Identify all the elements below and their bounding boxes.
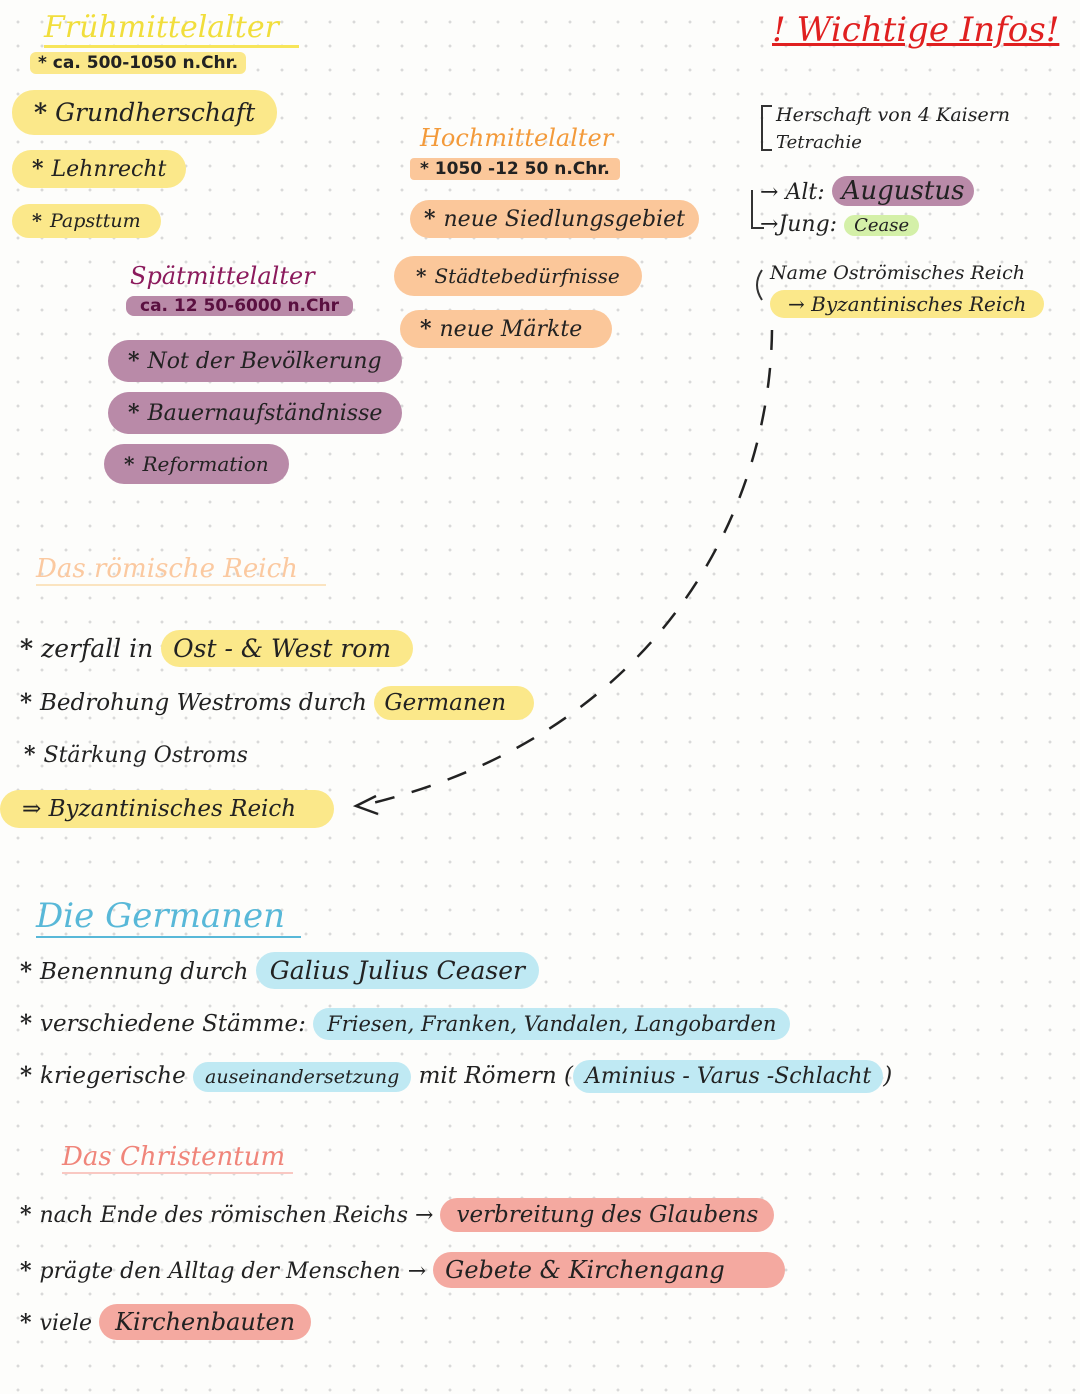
christ-title: Das Christentum	[62, 1142, 294, 1174]
fruh-title: Frühmittelalter	[44, 10, 299, 48]
fruh-item-3: *Papsttum	[12, 204, 161, 238]
hoch-title: Hochmittelalter	[420, 124, 614, 152]
rom-line-2: *Bedrohung Westroms durch Germanen	[20, 686, 535, 720]
wichtig-name: Name Oströmisches Reich	[770, 262, 1025, 284]
rom-line-1: *zerfall in Ost - & West rom	[20, 630, 414, 667]
spat-title: Spätmittelalter	[130, 262, 315, 290]
christ-line-3: *viele Kirchenbauten	[20, 1304, 312, 1340]
hoch-date: * 1050 -12 50 n.Chr.	[410, 158, 620, 180]
spat-item-1: *Not der Bevölkerung	[108, 340, 402, 382]
hoch-item-3: *neue Märkte	[400, 310, 613, 348]
germanen-line-1: *Benennung durch Galius Julius Ceaser	[20, 952, 539, 989]
spat-date: ca. 12 50-6000 n.Chr	[126, 296, 353, 316]
rom-title: Das römische Reich	[36, 554, 326, 586]
wichtig-herrschaft: Herschaft von 4 Kaisern	[776, 104, 1011, 126]
spat-item-2: *Bauernaufständnisse	[108, 392, 403, 434]
germanen-title: Die Germanen	[36, 896, 302, 938]
wichtig-jung: →Jung: Cease	[760, 212, 920, 237]
germanen-line-3: *kriegerische auseinandersetzung mit Röm…	[20, 1060, 892, 1093]
wichtig-title: ! Wichtige Infos!	[772, 10, 1060, 50]
rom-line-4: ⇒ Byzantinisches Reich	[0, 790, 335, 828]
fruh-item-2: *Lehnrecht	[12, 150, 187, 188]
fruh-date: * ca. 500-1050 n.Chr.	[30, 52, 247, 74]
spat-item-3: *Reformation	[104, 444, 289, 484]
hoch-item-1: *neue Siedlungsgebiet	[410, 200, 699, 238]
fruh-item-1: *Grundherschaft	[12, 90, 278, 135]
christ-line-1: *nach Ende des römischen Reichs → verbre…	[20, 1198, 775, 1232]
hoch-item-2: *Städtebedürfnisse	[394, 256, 642, 296]
germanen-line-2: *verschiedene Stämme: Friesen, Franken, …	[20, 1008, 791, 1040]
rom-line-3: *Stärkung Ostroms	[24, 742, 248, 768]
wichtig-tetrachie: Tetrachie	[776, 132, 862, 153]
christ-line-2: *prägte den Alltag der Menschen → Gebete…	[20, 1252, 785, 1288]
wichtig-byzantinisch: → Byzantinisches Reich	[770, 290, 1045, 318]
wichtig-alt: → Alt: Augustus	[760, 176, 975, 206]
